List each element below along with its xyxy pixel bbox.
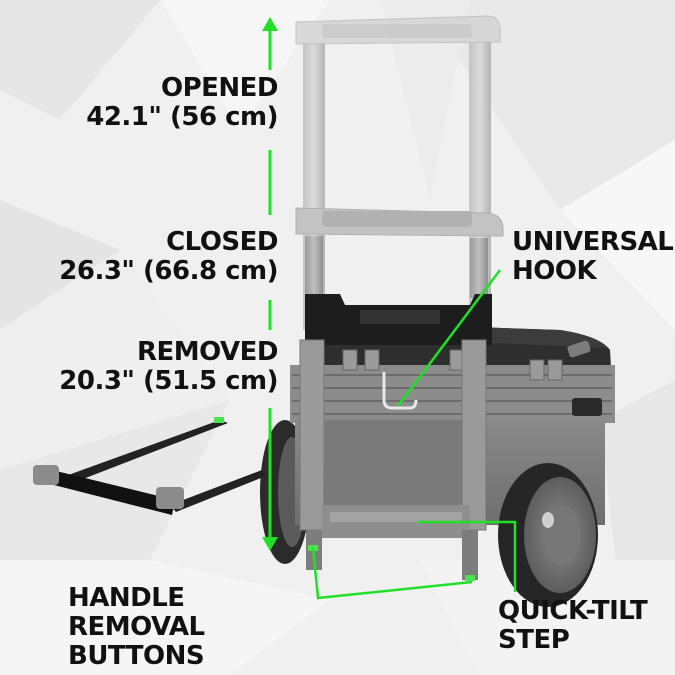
removed-dimension: REMOVED 20.3" (51.5 cm): [30, 337, 279, 397]
tool-box: [290, 294, 615, 581]
universal-hook: [382, 372, 418, 410]
handle-removal-callout: HANDLE REMOVAL BUTTONS: [68, 583, 328, 672]
closed-value: 26.3" (66.8 cm): [59, 256, 278, 287]
universal-hook-line1: UNIVERSAL: [512, 227, 674, 257]
opened-dimension: OPENED 42.1" (56 cm): [60, 73, 279, 133]
opened-value: 42.1" (56 cm): [86, 102, 278, 133]
telescoping-handle: [295, 15, 504, 330]
universal-hook-callout: UNIVERSAL HOOK: [512, 227, 674, 287]
removed-handle: [33, 417, 266, 515]
removed-title: REMOVED: [136, 337, 279, 367]
opened-title: OPENED: [160, 73, 279, 103]
quick-tilt-line2: STEP: [498, 625, 570, 656]
right-wheel: [498, 463, 598, 607]
closed-title: CLOSED: [166, 227, 278, 257]
quick-tilt-callout: QUICK-TILT STEP: [498, 596, 675, 656]
leader-lines: [311, 269, 517, 600]
handle-removal-line1: HANDLE REMOVAL: [68, 583, 205, 643]
universal-hook-line2: HOOK: [512, 256, 597, 287]
handle-removal-line2: BUTTONS: [68, 641, 205, 672]
removed-value: 20.3" (51.5 cm): [59, 366, 278, 397]
quick-tilt-line1: QUICK-TILT: [498, 596, 648, 626]
height-arrow-icon: [262, 17, 278, 551]
closed-dimension: CLOSED 26.3" (66.8 cm): [30, 227, 278, 287]
